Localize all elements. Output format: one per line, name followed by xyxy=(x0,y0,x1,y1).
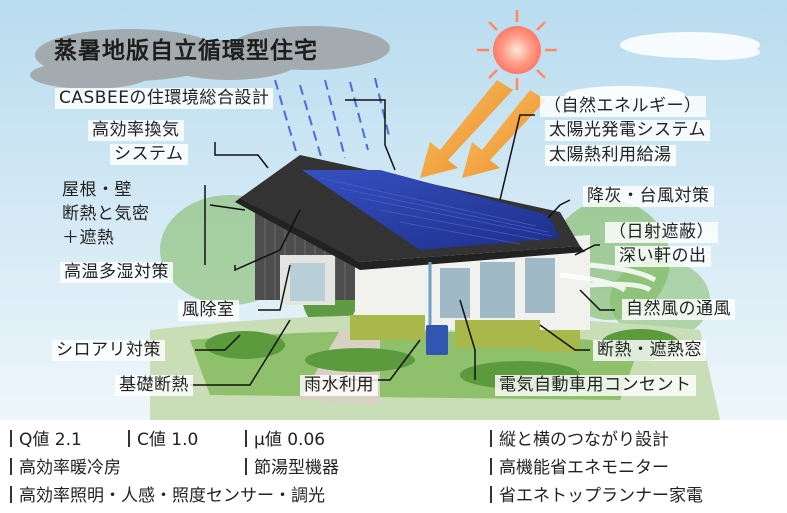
spec-design: 縦と横のつながり設計 xyxy=(499,430,669,450)
spec-mu-value: μ値 0.06 xyxy=(254,430,326,450)
solar-panel xyxy=(302,170,560,250)
cloud xyxy=(30,26,390,89)
label-insulation-line2: 断熱と気密 xyxy=(62,204,150,224)
rain-tank xyxy=(426,325,448,355)
spec-c-value: C値 1.0 xyxy=(137,430,199,450)
label-renewable-line2: 太陽光発電システム xyxy=(545,120,710,141)
label-insulation-line1: 屋根・壁 xyxy=(62,180,132,200)
diagram-title: 蒸暑地版自立循環型住宅 xyxy=(54,38,318,64)
label-shading-line2: 深い軒の出 xyxy=(615,246,711,267)
label-ash-typhoon: 降灰・台風対策 xyxy=(583,186,714,207)
cloud xyxy=(565,32,760,104)
sun xyxy=(477,10,557,90)
label-windows: 断熱・遮熱窓 xyxy=(593,340,706,361)
label-insulation-line3: ＋遮熱 xyxy=(62,228,115,248)
label-ev-outlet: 電気自動車用コンセント xyxy=(495,375,696,396)
label-natural-wind: 自然風の通風 xyxy=(622,299,735,320)
label-shading-line1: （日射遮蔽） xyxy=(605,222,718,243)
rain xyxy=(274,77,391,166)
label-termite: シロアリ対策 xyxy=(52,340,165,361)
label-ventilation-line1: 高効率換気 xyxy=(88,120,184,141)
natural-wind-arrows xyxy=(559,262,657,293)
spec-appliances: 省エネトップランナー家電 xyxy=(499,486,703,506)
spec-q-value: Q値 2.1 xyxy=(19,430,82,450)
label-renewable-line1: （自然エネルギー） xyxy=(540,96,706,117)
label-humidity: 高温多湿対策 xyxy=(60,262,173,283)
spec-lighting: 高効率照明・人感・照度センサー・調光 xyxy=(19,486,325,506)
spec-monitor: 高機能省エネモニター xyxy=(499,458,669,478)
spec-panel: Q値 2.1 C値 1.0 μ値 0.06 縦と横のつながり設計 高効率暖冷房 … xyxy=(0,420,787,513)
spec-hvac: 高効率暖冷房 xyxy=(19,458,121,478)
label-windbreak: 風除室 xyxy=(178,300,239,321)
leader-lines xyxy=(190,99,615,386)
label-renewable-line3: 太陽熱利用給湯 xyxy=(545,145,676,166)
label-foundation: 基礎断熱 xyxy=(115,375,193,396)
label-casbee: CASBEEの住環境総合設計 xyxy=(55,88,274,109)
roof-eave xyxy=(235,198,585,270)
spec-water-saving: 節湯型機器 xyxy=(254,458,339,478)
fence xyxy=(350,315,580,352)
label-ventilation-line2: システム xyxy=(110,144,188,165)
label-rainwater: 雨水利用 xyxy=(300,375,378,396)
sunlight-arrow xyxy=(420,80,546,178)
